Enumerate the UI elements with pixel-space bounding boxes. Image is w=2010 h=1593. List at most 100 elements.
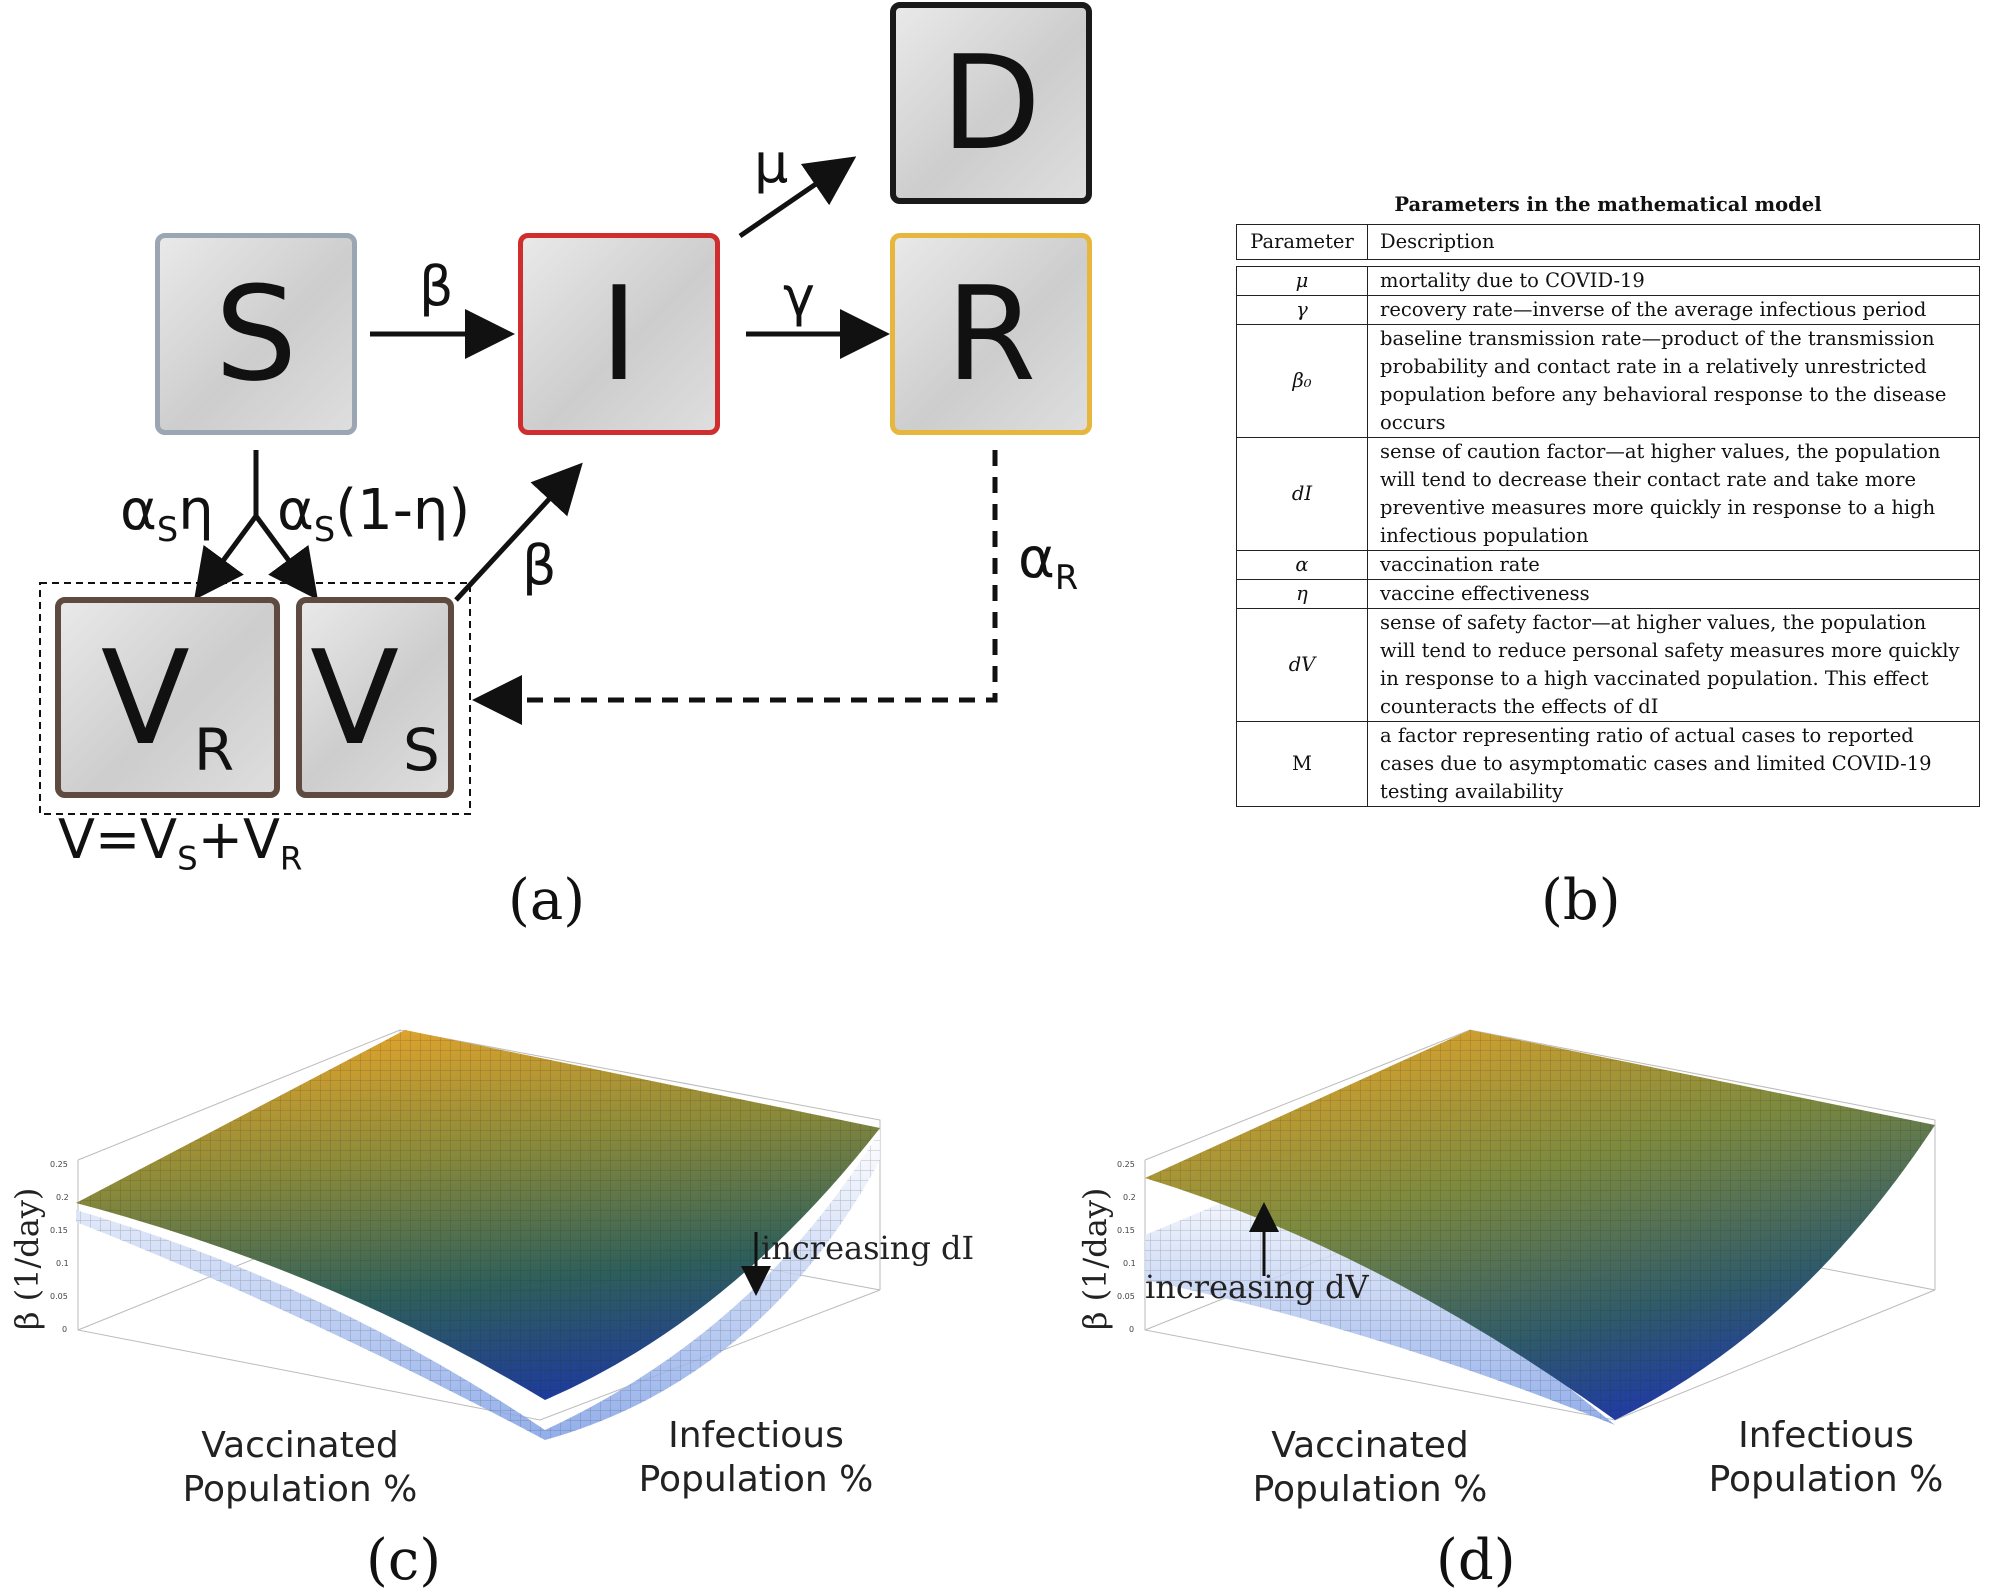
panel-label-c: (c) xyxy=(366,1528,442,1593)
plot-c-ylabel: β (1/day) xyxy=(8,1187,46,1330)
plot-d-vaccinated-line2: Population % xyxy=(1252,1469,1488,1510)
panel-label-a: (a) xyxy=(508,868,586,933)
table-row: dI sense of caution factor—at higher val… xyxy=(1236,437,1980,551)
plot-d-infectious-label: Infectious Population % xyxy=(1706,1414,1946,1502)
compartment-vr-label: V xyxy=(100,621,190,774)
table-cell-description: mortality due to COVID-19 xyxy=(1367,266,1980,296)
parameter-table-container: Parameters in the mathematical model Par… xyxy=(1236,193,1980,807)
table-cell-symbol: μ xyxy=(1236,266,1368,296)
v-equation-sub1: S xyxy=(177,839,198,878)
plot-c-tick: 0.15 xyxy=(50,1226,68,1235)
table-cell-description: sense of safety factor—at higher values,… xyxy=(1367,608,1980,722)
plot-c-tick: 0 xyxy=(62,1325,68,1334)
table-cell-description: a factor representing ratio of actual ca… xyxy=(1367,721,1980,807)
rate-label-s-to-vs-symbol: α xyxy=(277,478,314,543)
table-cell-description: sense of caution factor—at higher values… xyxy=(1367,437,1980,551)
plot-d-tick: 0.25 xyxy=(1117,1160,1135,1169)
plot-c-infectious-line2: Population % xyxy=(638,1459,874,1500)
rate-label-s-to-vs: αS(1-η) xyxy=(277,478,470,549)
panel-label-d: (d) xyxy=(1436,1528,1516,1593)
table-row: M a factor representing ratio of actual … xyxy=(1236,721,1980,807)
compartment-d: D xyxy=(890,2,1092,204)
rate-label-r-to-v-symbol: α xyxy=(1018,526,1055,591)
compartment-d-label: D xyxy=(940,27,1042,179)
table-title: Parameters in the mathematical model xyxy=(1394,193,1822,216)
compartment-s: S xyxy=(155,233,357,435)
compartment-s-label: S xyxy=(214,258,298,410)
table-row: γ recovery rate—inverse of the average i… xyxy=(1236,295,1980,325)
plot-d-tick: 0.15 xyxy=(1117,1226,1135,1235)
table-row: α vaccination rate xyxy=(1236,550,1980,580)
table-cell-symbol: dI xyxy=(1236,437,1368,551)
compartment-i-label: I xyxy=(599,258,639,410)
rate-label-s-to-vr-tail: η xyxy=(178,478,214,543)
v-equation-sub2: R xyxy=(279,839,303,878)
plot-d-vaccinated-label: Vaccinated Population % xyxy=(1250,1424,1490,1512)
table-cell-symbol: γ xyxy=(1236,295,1368,325)
rate-label-s-to-vs-tail: (1-η) xyxy=(335,478,471,543)
rate-label-s-to-vr-symbol: α xyxy=(120,478,157,543)
table-header-row: Parameter Description xyxy=(1236,224,1980,260)
plot-c-infectious-line1: Infectious xyxy=(668,1415,844,1456)
table-row: β₀ baseline transmission rate—product of… xyxy=(1236,324,1980,438)
rate-label-r-to-v-subscript: R xyxy=(1054,557,1079,597)
table-cell-description: vaccination rate xyxy=(1367,550,1980,580)
arrow-s-to-vs xyxy=(253,514,318,601)
table-row: η vaccine effectiveness xyxy=(1236,579,1980,609)
arrow-s-to-vr xyxy=(194,514,259,601)
plot-c-vaccinated-line1: Vaccinated xyxy=(201,1425,399,1466)
table-header-parameter: Parameter xyxy=(1236,224,1368,260)
plot-d-tick: 0 xyxy=(1129,1325,1135,1334)
arrow-r-to-v xyxy=(472,450,998,725)
rate-label-r-to-v: αR xyxy=(1018,526,1078,597)
compartment-i: I xyxy=(518,233,720,435)
plot-d-infectious-line1: Infectious xyxy=(1738,1415,1914,1456)
table-row: μ mortality due to COVID-19 xyxy=(1236,266,1980,296)
plot-c-tick: 0.25 xyxy=(50,1160,68,1169)
compartment-r: R xyxy=(890,233,1092,435)
table-header-description: Description xyxy=(1367,224,1980,260)
compartment-vs-subscript: S xyxy=(403,715,440,784)
table-cell-symbol: M xyxy=(1236,721,1368,807)
plot-c-tick: 0.05 xyxy=(50,1292,68,1301)
rate-label-i-to-d: μ xyxy=(754,132,789,195)
plot-d-annotation: increasing dV xyxy=(1145,1268,1369,1306)
plot-d-ylabel: β (1/day) xyxy=(1076,1187,1114,1330)
plot-c-vaccinated-label: Vaccinated Population % xyxy=(180,1424,420,1512)
plot-d-tick: 0.05 xyxy=(1117,1292,1135,1301)
panel-label-b: (b) xyxy=(1541,868,1621,933)
rate-label-i-to-r: γ xyxy=(783,265,815,328)
plot-c-surface-lower-mesh xyxy=(76,1130,880,1440)
plot-c-surface-main-mesh xyxy=(76,1030,880,1400)
arrow-vs-to-i xyxy=(454,462,583,602)
rate-label-s-to-vr-subscript: S xyxy=(156,509,179,549)
plot-c-tick: 0.1 xyxy=(56,1259,69,1268)
rate-label-s-to-vs-subscript: S xyxy=(313,509,336,549)
compartment-vs-label: V xyxy=(310,621,400,774)
table-cell-symbol: η xyxy=(1236,579,1368,609)
v-equation-lhs: V=V xyxy=(58,808,178,871)
rate-label-s-to-vr: αSη xyxy=(120,478,214,549)
v-equation: V=VS+VR xyxy=(58,808,302,877)
plot-d-infectious-line2: Population % xyxy=(1708,1459,1944,1500)
plot-c-tick: 0.2 xyxy=(56,1193,69,1202)
plot-d-surface-main-mesh xyxy=(1145,1030,1935,1420)
plot-c-annotation: increasing dI xyxy=(761,1229,975,1267)
arrow-i-to-d xyxy=(738,156,857,239)
table-row: dV sense of safety factor—at higher valu… xyxy=(1236,608,1980,722)
v-equation-plus: +V xyxy=(197,808,280,871)
compartment-vr-subscript: R xyxy=(193,715,235,784)
plot-d-tick: 0.2 xyxy=(1123,1193,1136,1202)
plot-c-vaccinated-line2: Population % xyxy=(182,1469,418,1510)
rate-label-vs-to-i: β xyxy=(522,534,557,597)
compartment-r-label: R xyxy=(945,258,1037,410)
table-cell-description: vaccine effectiveness xyxy=(1367,579,1980,609)
rate-label-s-to-i: β xyxy=(419,255,454,318)
vaccinated-group-frame xyxy=(39,582,471,815)
plot-d-tick: 0.1 xyxy=(1123,1259,1136,1268)
